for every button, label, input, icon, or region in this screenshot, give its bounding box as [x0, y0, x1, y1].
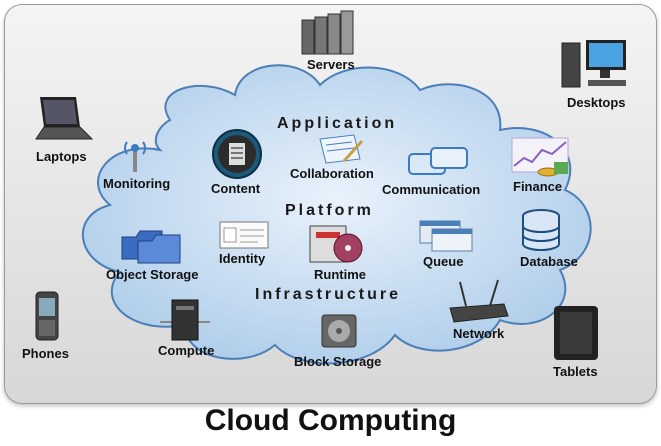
- compute-label: Compute: [158, 343, 215, 358]
- runtime-icon: [309, 225, 363, 263]
- content-icon: [212, 129, 262, 179]
- queue-icon: [419, 220, 473, 252]
- diagram-title: Cloud Computing: [204, 404, 457, 437]
- communication-label: Communication: [382, 182, 481, 197]
- servers-icon: [301, 10, 354, 55]
- compute-icon: [160, 299, 210, 341]
- network-icon: [449, 279, 509, 323]
- laptops-label: Laptops: [36, 149, 87, 164]
- monitoring-icon: [124, 141, 146, 172]
- object-storage-label: Object Storage: [106, 267, 199, 282]
- finance-label: Finance: [513, 179, 563, 194]
- collaboration-label: Collaboration: [290, 166, 374, 181]
- database-label: Database: [520, 254, 578, 269]
- block-storage-icon: [321, 314, 357, 348]
- desktops-label: Desktops: [567, 95, 626, 110]
- object-storage-icon: [121, 230, 181, 264]
- layer-infrastructure: Infrastructure: [255, 286, 402, 303]
- finance-icon: [511, 137, 569, 177]
- servers-label: Servers: [307, 57, 355, 72]
- monitoring-label: Monitoring: [103, 176, 171, 191]
- tablet-icon: [554, 306, 598, 360]
- runtime-label: Runtime: [314, 267, 366, 282]
- identity-icon: [219, 221, 269, 249]
- database-icon: [522, 209, 560, 251]
- network-label: Network: [453, 326, 505, 341]
- collaboration-icon: [319, 134, 364, 164]
- desktop-icon: [561, 40, 626, 88]
- communication-icon: [408, 147, 468, 175]
- laptop-icon: [35, 97, 94, 140]
- layer-platform: Platform: [285, 202, 374, 219]
- block-storage-label: Block Storage: [294, 354, 382, 369]
- content-label: Content: [211, 181, 261, 196]
- identity-label: Identity: [219, 251, 266, 266]
- phone-icon: [35, 291, 59, 341]
- layer-application: Application: [277, 115, 398, 132]
- queue-label: Queue: [423, 254, 464, 269]
- tablets-label: Tablets: [553, 364, 598, 379]
- phones-label: Phones: [22, 346, 69, 361]
